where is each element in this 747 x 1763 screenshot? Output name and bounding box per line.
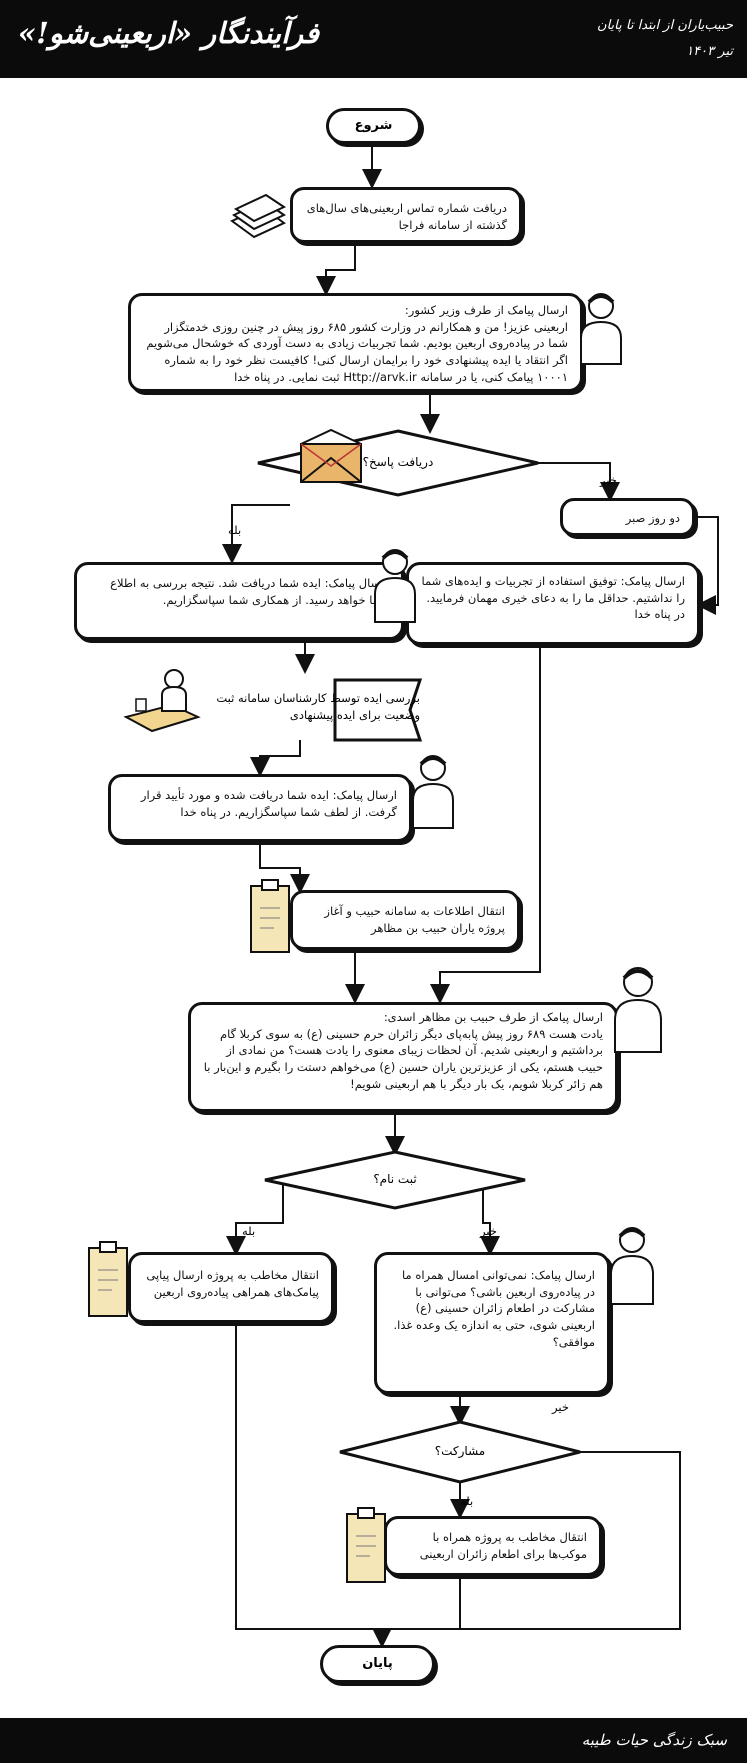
edge-yes-walk	[226, 1180, 284, 1256]
person-icon	[614, 967, 662, 1053]
edge-label-no-3: خیر	[552, 1400, 569, 1414]
review-box-shape	[333, 678, 423, 742]
edge-review-approved	[250, 740, 301, 777]
start-node: شروع	[326, 108, 421, 144]
transfer-mawkib-step: انتقال مخاطب به پروژه همراه با موکب‌ها ب…	[384, 1516, 602, 1576]
edge-no-cannot	[480, 1180, 500, 1256]
sms-habib-body: یادت هست ۶۸۹ روز پیش پابه‌پای دیگر زائرا…	[203, 1026, 603, 1091]
person-icon	[412, 755, 454, 829]
edge-nosms-join	[430, 645, 541, 1004]
person-icon	[610, 1227, 654, 1305]
transfer-walk-step: انتقال مخاطب به پروژه ارسال پیاپی پیامک‌…	[128, 1252, 334, 1323]
sms-minister-body: اربعینی عزیز! من و همکارانم در وزارت کشو…	[146, 319, 568, 384]
person-icon	[580, 293, 622, 365]
decision-register-label: ثبت نام؟	[373, 1172, 417, 1186]
edge-approved-transfer	[259, 842, 310, 894]
review-step: بررسی ایده توسط کارشناسان سامانه ثبت وضع…	[216, 691, 420, 722]
papers-icon	[230, 193, 287, 239]
sms-minister-step: ارسال پیامک از طرف وزیر کشور: اربعینی عز…	[128, 293, 583, 392]
edge-yes-received	[222, 504, 290, 564]
decision-register-shape	[264, 1150, 526, 1210]
decision-participate-label: مشارکت؟	[434, 1444, 486, 1458]
sms-approved-step: ارسال پیامک: ایده شما دریافت شده و مورد …	[108, 774, 412, 842]
page-title: فرآیندنگار «اربعینی‌شو!»	[18, 16, 320, 50]
end-node: پایان	[320, 1645, 435, 1683]
edge-label-no-1: خیر	[600, 473, 617, 487]
clipboard-icon	[250, 879, 290, 953]
edge-label-no-2: خیر	[480, 1224, 497, 1238]
edge-walk-join	[235, 1323, 382, 1630]
header-subtitle: حبیب‌یاران از ابتدا تا پایان	[597, 18, 733, 33]
fetch-contacts-step: دریافت شماره تماس اربعینی‌های سال‌های گذ…	[290, 187, 522, 243]
sms-minister-title: ارسال پیامک از طرف وزیر کشور:	[404, 303, 568, 317]
header-date: تیر ۱۴۰۳	[686, 44, 733, 59]
edge-label-yes-2: بله	[242, 1224, 256, 1238]
sms-habib-title: ارسال پیامک از طرف حبیب بن مظاهر اسدی:	[383, 1010, 603, 1024]
sms-habib-step: ارسال پیامک از طرف حبیب بن مظاهر اسدی: ی…	[188, 1002, 618, 1112]
edge-label-yes-3: بله	[460, 1494, 474, 1508]
envelope-icon	[300, 428, 362, 483]
edge-no-wait	[538, 462, 620, 502]
footer-text: سبک زندگی حیات طیبه	[581, 1731, 727, 1749]
worker-desk-icon	[123, 669, 201, 733]
decision-participate-shape	[339, 1420, 581, 1484]
sms-cannot-step: ارسال پیامک: نمی‌توانی امسال همراه ما در…	[374, 1252, 610, 1394]
edge-fetch-sms	[316, 243, 356, 296]
footer-bar: سبک زندگی حیات طیبه	[0, 1718, 747, 1763]
wait-two-days-step: دو روز صبر	[560, 498, 695, 536]
sms-idea-received-step: ارسال پیامک: ایده شما دریافت شد. نتیجه ب…	[74, 562, 404, 640]
edge-wait-nosms	[695, 516, 719, 615]
clipboard-icon	[88, 1241, 128, 1317]
edge-label-yes-1: بله	[228, 523, 242, 537]
clipboard-icon	[346, 1507, 386, 1583]
edge-no-end	[372, 1451, 681, 1648]
header-bar: فرآیندنگار «اربعینی‌شو!» حبیب‌یاران از ا…	[0, 0, 747, 78]
sms-no-idea-step: ارسال پیامک: توفیق استفاده از تجربیات و …	[406, 562, 700, 645]
person-icon	[374, 549, 416, 623]
decision-reply-label: دریافت پاسخ؟	[362, 455, 434, 469]
transfer-habib-step: انتقال اطلاعات به سامانه حبیب و آغاز پرو…	[290, 890, 520, 950]
